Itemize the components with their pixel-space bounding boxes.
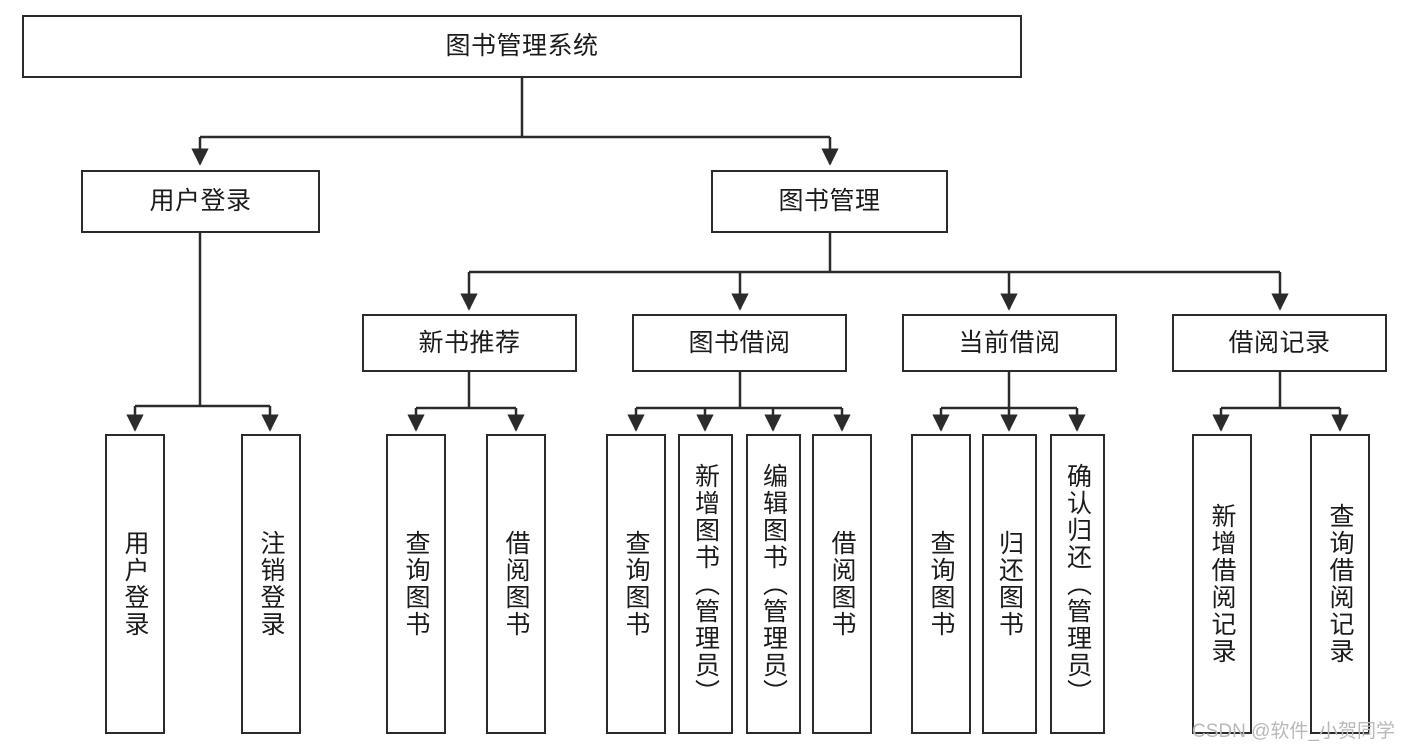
node-current-borrow[interactable]: 当前借阅 [902, 314, 1117, 372]
node-leaf-query-book-3-label: 查询图书 [927, 530, 955, 638]
node-borrow-record-label: 借阅记录 [1228, 328, 1331, 357]
node-book-borrow[interactable]: 图书借阅 [632, 314, 847, 372]
node-leaf-borrow-book-2-label: 借阅图书 [828, 530, 856, 638]
node-leaf-borrow-book-1[interactable]: 借阅图书 [486, 434, 546, 734]
node-leaf-query-book-2[interactable]: 查询图书 [606, 434, 666, 734]
node-new-book-recommend[interactable]: 新书推荐 [362, 314, 577, 372]
node-leaf-return-book[interactable]: 归还图书 [982, 434, 1037, 734]
node-leaf-query-book-3[interactable]: 查询图书 [911, 434, 971, 734]
node-leaf-return-book-label: 归还图书 [995, 530, 1024, 638]
node-leaf-logout-login[interactable]: 注销登录 [241, 434, 301, 734]
node-leaf-borrow-book-1-label: 借阅图书 [502, 530, 530, 638]
csdn-watermark: CSDN @软件_小贺同学 [1192, 721, 1395, 742]
node-new-book-recommend-label: 新书推荐 [418, 328, 521, 357]
node-leaf-confirm-return-label: 确认归还（管理员） [1063, 462, 1092, 706]
node-leaf-user-login[interactable]: 用户登录 [105, 434, 165, 734]
node-borrow-record[interactable]: 借阅记录 [1172, 314, 1387, 372]
node-leaf-query-record[interactable]: 查询借阅记录 [1310, 434, 1370, 734]
node-book-borrow-label: 图书借阅 [688, 328, 791, 357]
node-user-login-label: 用户登录 [149, 187, 252, 216]
node-root-book-management-system[interactable]: 图书管理系统 [22, 15, 1022, 78]
node-leaf-query-book-2-label: 查询图书 [622, 530, 650, 638]
node-leaf-add-book[interactable]: 新增图书（管理员） [678, 434, 733, 734]
node-leaf-query-record-label: 查询借阅记录 [1326, 503, 1354, 665]
node-leaf-edit-book-label: 编辑图书（管理员） [759, 462, 788, 706]
node-leaf-add-book-label: 新增图书（管理员） [691, 462, 720, 706]
node-book-manage-label: 图书管理 [778, 187, 881, 216]
node-leaf-query-book-1-label: 查询图书 [402, 530, 430, 638]
node-leaf-logout-login-label: 注销登录 [257, 530, 285, 638]
node-leaf-user-login-label: 用户登录 [121, 530, 149, 638]
node-user-login[interactable]: 用户登录 [81, 170, 320, 233]
node-leaf-add-record[interactable]: 新增借阅记录 [1192, 434, 1252, 734]
node-leaf-confirm-return[interactable]: 确认归还（管理员） [1050, 434, 1105, 734]
node-leaf-edit-book[interactable]: 编辑图书（管理员） [746, 434, 801, 734]
node-root-label: 图书管理系统 [445, 32, 599, 61]
node-book-manage[interactable]: 图书管理 [711, 170, 948, 233]
node-leaf-query-book-1[interactable]: 查询图书 [386, 434, 446, 734]
node-leaf-add-record-label: 新增借阅记录 [1208, 503, 1236, 665]
node-leaf-borrow-book-2[interactable]: 借阅图书 [812, 434, 872, 734]
node-current-borrow-label: 当前借阅 [958, 328, 1061, 357]
